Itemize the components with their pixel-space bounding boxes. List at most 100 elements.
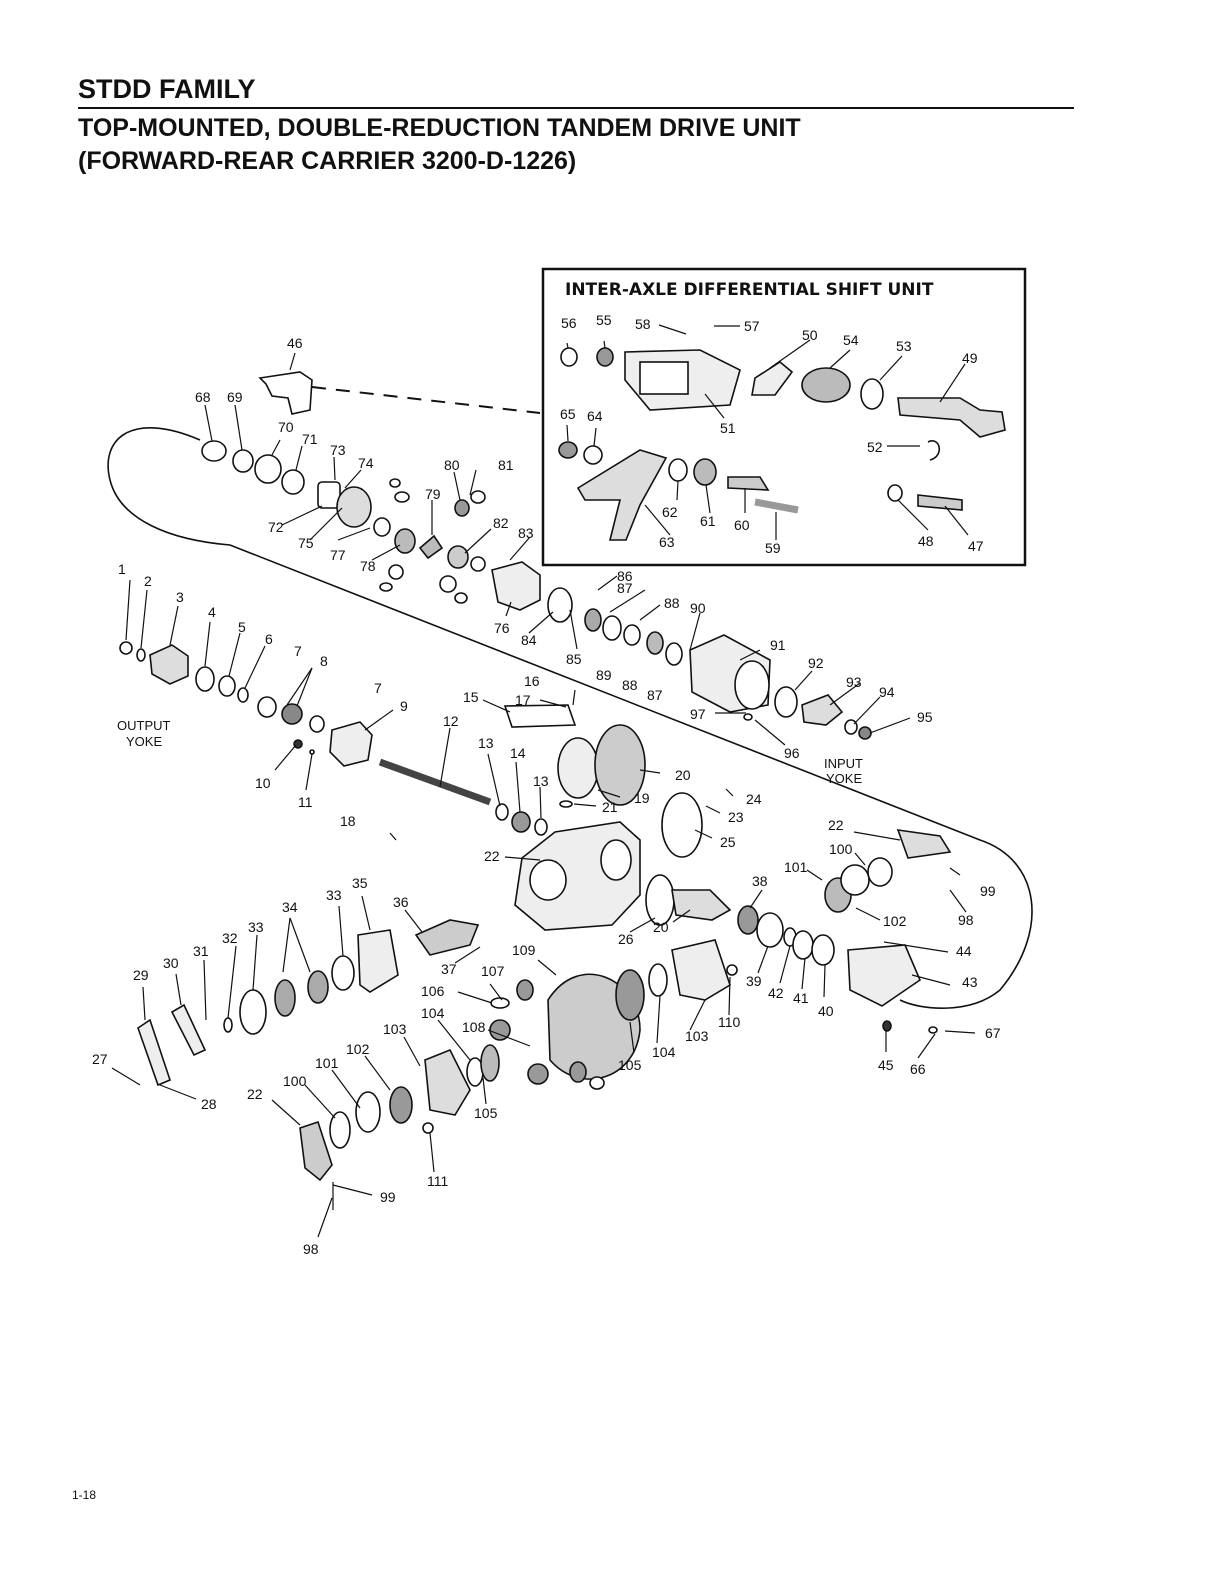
part-number-87: 87 xyxy=(617,580,633,596)
part-number-104: 104 xyxy=(652,1044,676,1060)
part-number-4: 4 xyxy=(208,604,216,620)
part-number-55: 55 xyxy=(596,312,612,328)
part-number-6: 6 xyxy=(265,631,273,647)
part-number-102: 102 xyxy=(346,1041,370,1057)
part-number-108: 108 xyxy=(462,1019,486,1035)
part-number-104: 104 xyxy=(421,1005,445,1021)
part-number-102: 102 xyxy=(883,913,907,929)
part-number-46: 46 xyxy=(287,335,303,351)
part-number-93: 93 xyxy=(846,674,862,690)
inset-frame xyxy=(541,267,1027,567)
part-number-70: 70 xyxy=(278,419,294,435)
part-number-48: 48 xyxy=(918,533,934,549)
section-title: STDD FAMILY xyxy=(78,74,256,104)
part-number-27: 27 xyxy=(92,1051,108,1067)
part-number-2: 2 xyxy=(144,573,152,589)
part-number-29: 29 xyxy=(133,967,149,983)
part-number-106: 106 xyxy=(421,983,445,999)
part-number-57: 57 xyxy=(744,318,760,334)
part-number-47: 47 xyxy=(968,538,984,554)
diagram-title-line-2: (FORWARD-REAR CARRIER 3200-D-1226) xyxy=(78,147,577,175)
part-number-13: 13 xyxy=(533,773,549,789)
part-number-90: 90 xyxy=(690,600,706,616)
part-number-1: 1 xyxy=(118,561,126,577)
part-number-22: 22 xyxy=(484,848,500,864)
part-number-39: 39 xyxy=(746,973,762,989)
part-number-23: 23 xyxy=(728,809,744,825)
part-number-25: 25 xyxy=(720,834,736,850)
part-number-10: 10 xyxy=(255,775,271,791)
part-number-98: 98 xyxy=(303,1241,319,1257)
part-number-83: 83 xyxy=(518,525,534,541)
part-number-24: 24 xyxy=(746,791,762,807)
part-number-45: 45 xyxy=(878,1057,894,1073)
part-number-84: 84 xyxy=(521,632,537,648)
part-number-61: 61 xyxy=(700,513,716,529)
part-number-89: 89 xyxy=(596,667,612,683)
part-number-65: 65 xyxy=(560,406,576,422)
part-number-74: 74 xyxy=(358,455,374,471)
part-number-40: 40 xyxy=(818,1003,834,1019)
input-yoke-caption-line2: YOKE xyxy=(826,771,862,786)
part-number-62: 62 xyxy=(662,504,678,520)
part-number-68: 68 xyxy=(195,389,211,405)
part-number-111: 111 xyxy=(427,1173,448,1189)
part-number-17: 17 xyxy=(515,692,531,708)
part-number-87: 87 xyxy=(647,687,663,703)
part-number-109: 109 xyxy=(512,942,536,958)
part-number-110: 110 xyxy=(718,1014,741,1030)
part-number-100: 100 xyxy=(829,841,853,857)
part-number-99: 99 xyxy=(380,1189,396,1205)
part-number-101: 101 xyxy=(784,859,808,875)
part-number-22: 22 xyxy=(828,817,844,833)
part-number-52: 52 xyxy=(867,439,883,455)
part-number-103: 103 xyxy=(383,1021,407,1037)
part-number-85: 85 xyxy=(566,651,582,667)
part-number-59: 59 xyxy=(765,540,781,556)
part-number-75: 75 xyxy=(298,535,314,551)
part-number-91: 91 xyxy=(770,637,786,653)
part-number-49: 49 xyxy=(962,350,978,366)
part-number-56: 56 xyxy=(561,315,577,331)
part-number-105: 105 xyxy=(618,1057,642,1073)
part-46-bracket xyxy=(258,371,313,415)
part-number-100: 100 xyxy=(283,1073,307,1089)
part-number-64: 64 xyxy=(587,408,603,424)
part-number-86: 86 xyxy=(617,568,633,584)
part-number-88: 88 xyxy=(664,595,680,611)
part-number-98: 98 xyxy=(958,912,974,928)
part-number-19: 19 xyxy=(634,790,650,806)
part-number-35: 35 xyxy=(352,875,368,891)
part-number-103: 103 xyxy=(685,1028,709,1044)
part-number-32: 32 xyxy=(222,930,238,946)
part-number-107: 107 xyxy=(481,963,505,979)
part-number-22: 22 xyxy=(247,1086,263,1102)
part-number-5: 5 xyxy=(238,619,246,635)
part-number-8: 8 xyxy=(320,653,328,669)
part-number-33: 33 xyxy=(326,887,342,903)
part-number-78: 78 xyxy=(360,558,376,574)
part-number-51: 51 xyxy=(720,420,736,436)
part-number-7: 7 xyxy=(374,680,382,696)
part-number-63: 63 xyxy=(659,534,675,550)
leader-lines xyxy=(111,324,976,1238)
output-yoke-caption-line2: YOKE xyxy=(126,734,162,749)
part-number-34: 34 xyxy=(282,899,298,915)
part-number-26: 26 xyxy=(618,931,634,947)
part-number-28: 28 xyxy=(201,1096,217,1112)
part-number-54: 54 xyxy=(843,332,859,348)
part-number-42: 42 xyxy=(768,985,784,1001)
part-number-94: 94 xyxy=(879,684,895,700)
part-number-99: 99 xyxy=(980,883,996,899)
part-number-92: 92 xyxy=(808,655,824,671)
part-number-21: 21 xyxy=(602,799,618,815)
part-number-82: 82 xyxy=(493,515,509,531)
component-sketches xyxy=(119,347,1006,1182)
part-number-67: 67 xyxy=(985,1025,1001,1041)
part-number-71: 71 xyxy=(302,431,318,447)
part-number-66: 66 xyxy=(910,1061,926,1077)
part-number-12: 12 xyxy=(443,713,459,729)
part-number-69: 69 xyxy=(227,389,243,405)
part-number-53: 53 xyxy=(896,338,912,354)
